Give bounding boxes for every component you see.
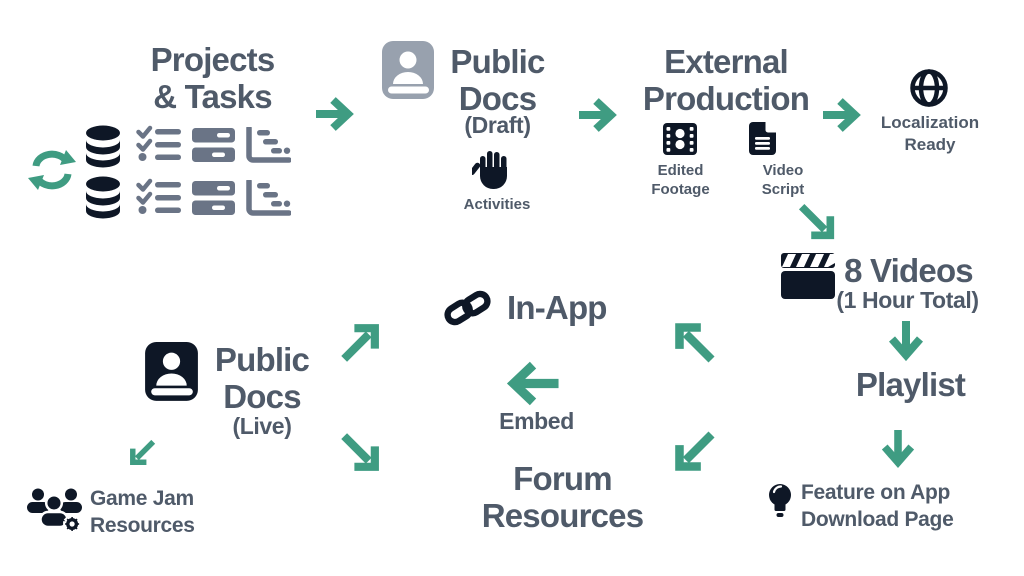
arrow-left-icon — [502, 359, 562, 408]
contact-book-icon — [142, 342, 201, 407]
arrow-right-icon — [820, 97, 862, 133]
forum-line2: Resources — [481, 497, 644, 535]
video-script-label: Video Script — [741, 162, 825, 200]
arrow-down-left-icon — [672, 427, 719, 474]
public-docs-draft-line1: Public — [450, 43, 545, 80]
sync-icon — [27, 147, 77, 193]
public-docs-live-badge: (Live) — [232, 413, 292, 439]
video-script-line2: Script — [761, 180, 805, 198]
gantt-chart-icon — [245, 127, 291, 164]
projects-tasks-title: Projects & Tasks — [105, 41, 320, 116]
localization-line2: Ready — [904, 135, 956, 155]
game-jam-line2: Resources — [90, 514, 195, 538]
forum-resources-title: Forum Resources — [475, 460, 650, 535]
public-docs-draft-line2: Docs — [458, 80, 537, 118]
game-jam-line1: Game Jam — [90, 487, 194, 510]
team-gear-icon — [27, 487, 83, 537]
arrow-down-icon — [886, 317, 926, 363]
video-script-line1: Video — [762, 162, 804, 179]
edited-footage-line2: Footage — [651, 180, 710, 198]
database-icon — [84, 125, 122, 168]
globe-icon — [909, 68, 949, 108]
public-docs-draft-title: Public Docs — [430, 43, 565, 118]
arrow-right-icon — [576, 97, 618, 133]
playlist-title: Playlist — [855, 366, 966, 403]
public-docs-live-title: Public Docs — [198, 341, 326, 416]
arrow-down-right-icon — [337, 429, 382, 474]
in-app-title: In-App — [507, 289, 607, 326]
arrow-down-left-icon — [128, 437, 158, 467]
server-rows-icon — [192, 128, 235, 162]
edited-footage-line1: Edited — [657, 162, 704, 179]
arrow-right-icon — [313, 96, 355, 132]
feature-line1: Feature on App — [801, 481, 951, 504]
public-docs-draft-badge: (Draft) — [464, 112, 531, 138]
arrow-down-icon — [880, 425, 916, 471]
game-jam-resources-label: Game Jam Resources — [90, 485, 230, 540]
videos-title: 8 Videos — [844, 252, 974, 289]
public-docs-live-line1: Public — [214, 341, 310, 378]
task-list-icon — [136, 178, 182, 216]
forum-line1: Forum — [513, 460, 612, 497]
external-production-line1: External — [664, 43, 789, 80]
localization-line1: Localization — [880, 113, 980, 132]
localization-ready-label: Localization Ready — [868, 112, 992, 157]
link-icon — [444, 288, 491, 328]
database-icon — [84, 176, 122, 219]
external-production-line2: Production — [642, 80, 810, 118]
script-doc-icon — [749, 122, 776, 155]
feature-on-app-label: Feature on App Download Page — [801, 479, 996, 534]
task-list-icon — [136, 125, 182, 163]
arrow-up-left-icon — [672, 320, 719, 367]
public-docs-live-line2: Docs — [223, 378, 301, 416]
arrow-down-right-icon — [795, 200, 837, 242]
hand-icon — [472, 149, 514, 193]
videos-subtitle: (1 Hour Total) — [836, 287, 979, 313]
gantt-chart-icon — [245, 180, 291, 217]
film-frame-icon — [663, 123, 697, 155]
edited-footage-label: Edited Footage — [638, 162, 723, 200]
lightbulb-icon — [766, 483, 794, 519]
activities-label: Activities — [463, 196, 531, 213]
arrow-up-right-icon — [337, 321, 382, 366]
embed-label: Embed — [499, 408, 574, 434]
feature-line2: Download Page — [801, 508, 954, 532]
projects-tasks-title-line2: & Tasks — [153, 78, 272, 116]
server-rows-icon — [192, 181, 235, 215]
projects-tasks-title-line1: Projects — [150, 41, 276, 78]
external-production-title: External Production — [628, 43, 824, 118]
contact-book-icon — [379, 41, 437, 105]
